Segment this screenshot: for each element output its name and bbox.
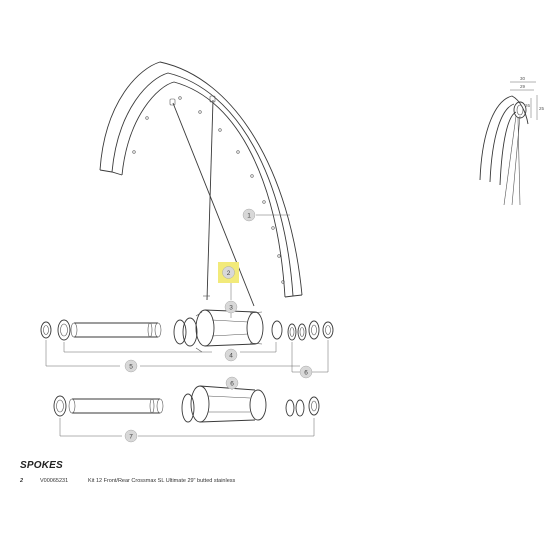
dimension-label: 30 <box>520 76 526 81</box>
callout-5: 5 <box>124 359 138 373</box>
svg-text:6: 6 <box>304 370 308 377</box>
rim <box>99 61 303 298</box>
rim-spoke-holes <box>132 96 285 284</box>
part-reference: V00065231 <box>40 478 69 484</box>
callout-7: 7 <box>124 429 138 443</box>
front-hub-assembly <box>40 309 334 353</box>
dimension-label: 25 <box>539 106 545 111</box>
svg-text:7: 7 <box>129 434 133 441</box>
svg-text:4: 4 <box>229 353 233 360</box>
svg-text:5: 5 <box>129 364 133 371</box>
part-description: Kit 12 Front/Rear Crossmax SL Ultimate 2… <box>88 478 236 484</box>
section-title: SPOKES <box>20 460 63 471</box>
callout-6-rear: 6 <box>225 376 239 390</box>
callouts: 1 2 3 4 5 6 6 7 <box>124 208 313 443</box>
svg-text:1: 1 <box>247 213 251 220</box>
spokes <box>169 95 255 307</box>
rim-detail-view: 30 29 25 26 <box>479 76 545 206</box>
leader-lines <box>45 214 329 437</box>
dimension-label: 26 <box>525 103 531 108</box>
callout-3: 3 <box>224 300 238 314</box>
callout-1: 1 <box>242 208 256 222</box>
svg-text:3: 3 <box>229 305 233 312</box>
callout-6-front: 6 <box>299 365 313 379</box>
svg-text:2: 2 <box>227 270 231 277</box>
callout-2: 2 <box>218 262 239 283</box>
part-index: 2 <box>20 478 24 484</box>
parts-list-row: 2 V00065231 Kit 12 Front/Rear Crossmax S… <box>20 478 235 484</box>
callout-4: 4 <box>224 348 238 362</box>
dimension-label: 29 <box>520 84 526 89</box>
svg-text:6: 6 <box>230 381 234 388</box>
rear-hub-assembly <box>53 385 320 423</box>
